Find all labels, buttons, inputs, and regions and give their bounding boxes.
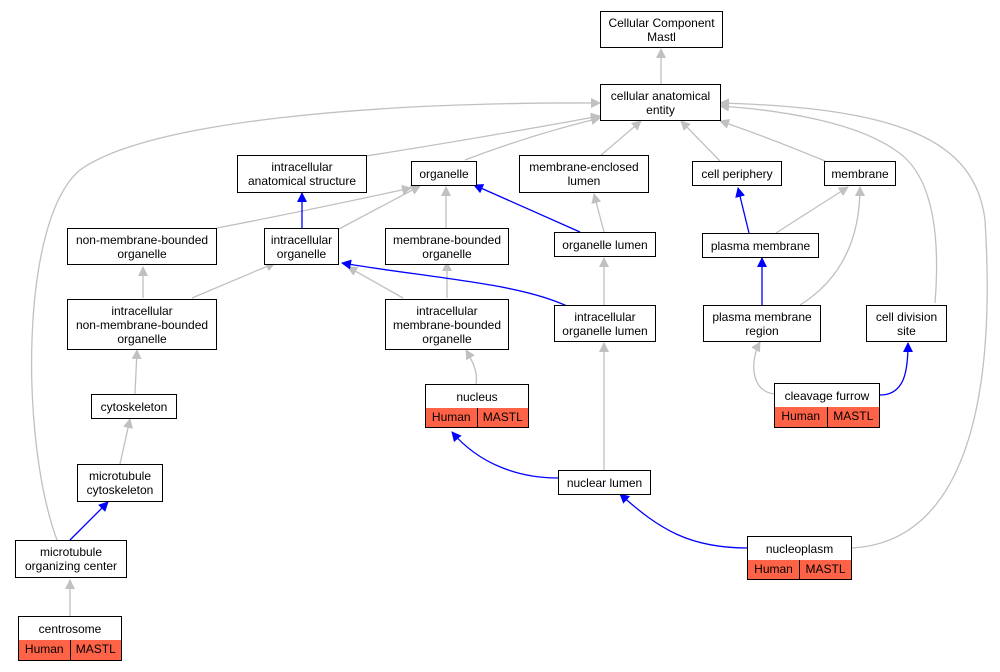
annotation-row-nucleoplasm: Human MASTL	[747, 560, 852, 580]
node-plasma-membrane[interactable]: plasma membrane	[702, 233, 819, 258]
node-cleavage-furrow[interactable]: cleavage furrow	[774, 383, 880, 408]
node-microtubule-organizing-center[interactable]: microtubule organizing center	[15, 540, 127, 578]
annotation-species: Human	[748, 560, 799, 579]
annotation-species: Human	[19, 640, 70, 660]
edge-nmbo-organelle	[216, 185, 412, 229]
node-organelle[interactable]: organelle	[411, 161, 477, 186]
node-plasma-membrane-region[interactable]: plasma membrane region	[703, 305, 821, 342]
node-nucleoplasm[interactable]: nucleoplasm	[747, 536, 852, 561]
node-cell-division-site[interactable]: cell division site	[866, 305, 947, 342]
node-cellular-component-mastl[interactable]: Cellular Component Mastl	[600, 11, 723, 48]
edge-nucleoplasm-cae	[719, 98, 988, 549]
edge-io-organelle	[336, 185, 421, 231]
node-nuclear-lumen[interactable]: nuclear lumen	[558, 470, 651, 495]
node-membrane[interactable]: membrane	[824, 161, 896, 186]
node-cell-periphery[interactable]: cell periphery	[692, 161, 782, 186]
annotation-row-centrosome: Human MASTL	[18, 640, 122, 661]
node-intracellular-organelle[interactable]: intracellular organelle	[264, 228, 339, 265]
annotation-row-cleavage-furrow: Human MASTL	[774, 407, 880, 428]
edge-cellperiph-cae	[680, 120, 721, 162]
edge-mtoc-cae	[30, 97, 601, 541]
edge-cds-cae	[719, 101, 938, 304]
annotation-row-nucleus: Human MASTL	[425, 408, 529, 428]
node-cytoskeleton[interactable]: cytoskeleton	[91, 394, 177, 419]
edge-cytoskeleton-inmbo	[131, 349, 142, 395]
annotation-gene: MASTL	[69, 640, 121, 660]
node-non-membrane-bounded-organelle[interactable]: non-membrane-bounded organelle	[67, 228, 217, 265]
edge-nucleoplasm-nuclumen	[619, 493, 749, 549]
node-intracellular-membrane-bounded-organelle[interactable]: intracellular membrane-bounded organelle	[385, 299, 509, 350]
edge-cleavage-pmr	[751, 341, 776, 395]
node-membrane-enclosed-lumen[interactable]: membrane-enclosed lumen	[519, 155, 649, 193]
edge-nucleus-imbo	[465, 349, 478, 385]
node-centrosome[interactable]: centrosome	[18, 616, 122, 641]
edge-pmr-membrane	[799, 186, 865, 306]
node-cellular-anatomical-entity[interactable]: cellular anatomical entity	[600, 84, 721, 121]
edge-mtoc-mtcyto	[69, 501, 109, 541]
annotation-species: Human	[775, 407, 827, 427]
edge-iol-io	[341, 259, 570, 308]
node-microtubule-cytoskeleton[interactable]: microtubule cytoskeleton	[77, 464, 163, 502]
annotation-gene: MASTL	[476, 408, 528, 427]
edge-cleavage-cds	[879, 342, 913, 396]
edge-ias-cae	[365, 112, 601, 157]
edge-ol-organelle	[473, 184, 581, 233]
edge-mtcyto-cytoskeleton	[119, 418, 133, 465]
node-organelle-lumen[interactable]: organelle lumen	[554, 232, 656, 257]
edge-imbo-io	[347, 266, 404, 299]
edge-ol-mel	[591, 193, 605, 233]
annotation-gene: MASTL	[799, 560, 851, 579]
node-membrane-bounded-organelle[interactable]: membrane-bounded organelle	[385, 228, 509, 265]
edge-membrane-cae	[719, 119, 826, 162]
edge-pm-membrane	[775, 186, 849, 234]
edge-organelle-cae	[464, 115, 601, 161]
edge-pm-cellperiph	[735, 187, 750, 234]
node-intracellular-anatomical-structure[interactable]: intracellular anatomical structure	[237, 155, 367, 193]
edge-mel-cae	[599, 120, 642, 157]
node-nucleus[interactable]: nucleus	[425, 384, 529, 409]
edge-inmbo-io	[191, 261, 276, 299]
node-intracellular-non-membrane-bounded-organelle[interactable]: intracellular non-membrane-bounded organ…	[67, 299, 217, 350]
node-intracellular-organelle-lumen[interactable]: intracellular organelle lumen	[554, 305, 656, 342]
annotation-species: Human	[426, 408, 477, 427]
annotation-gene: MASTL	[826, 407, 879, 427]
edge-nuclumen-nucleus	[451, 431, 559, 479]
